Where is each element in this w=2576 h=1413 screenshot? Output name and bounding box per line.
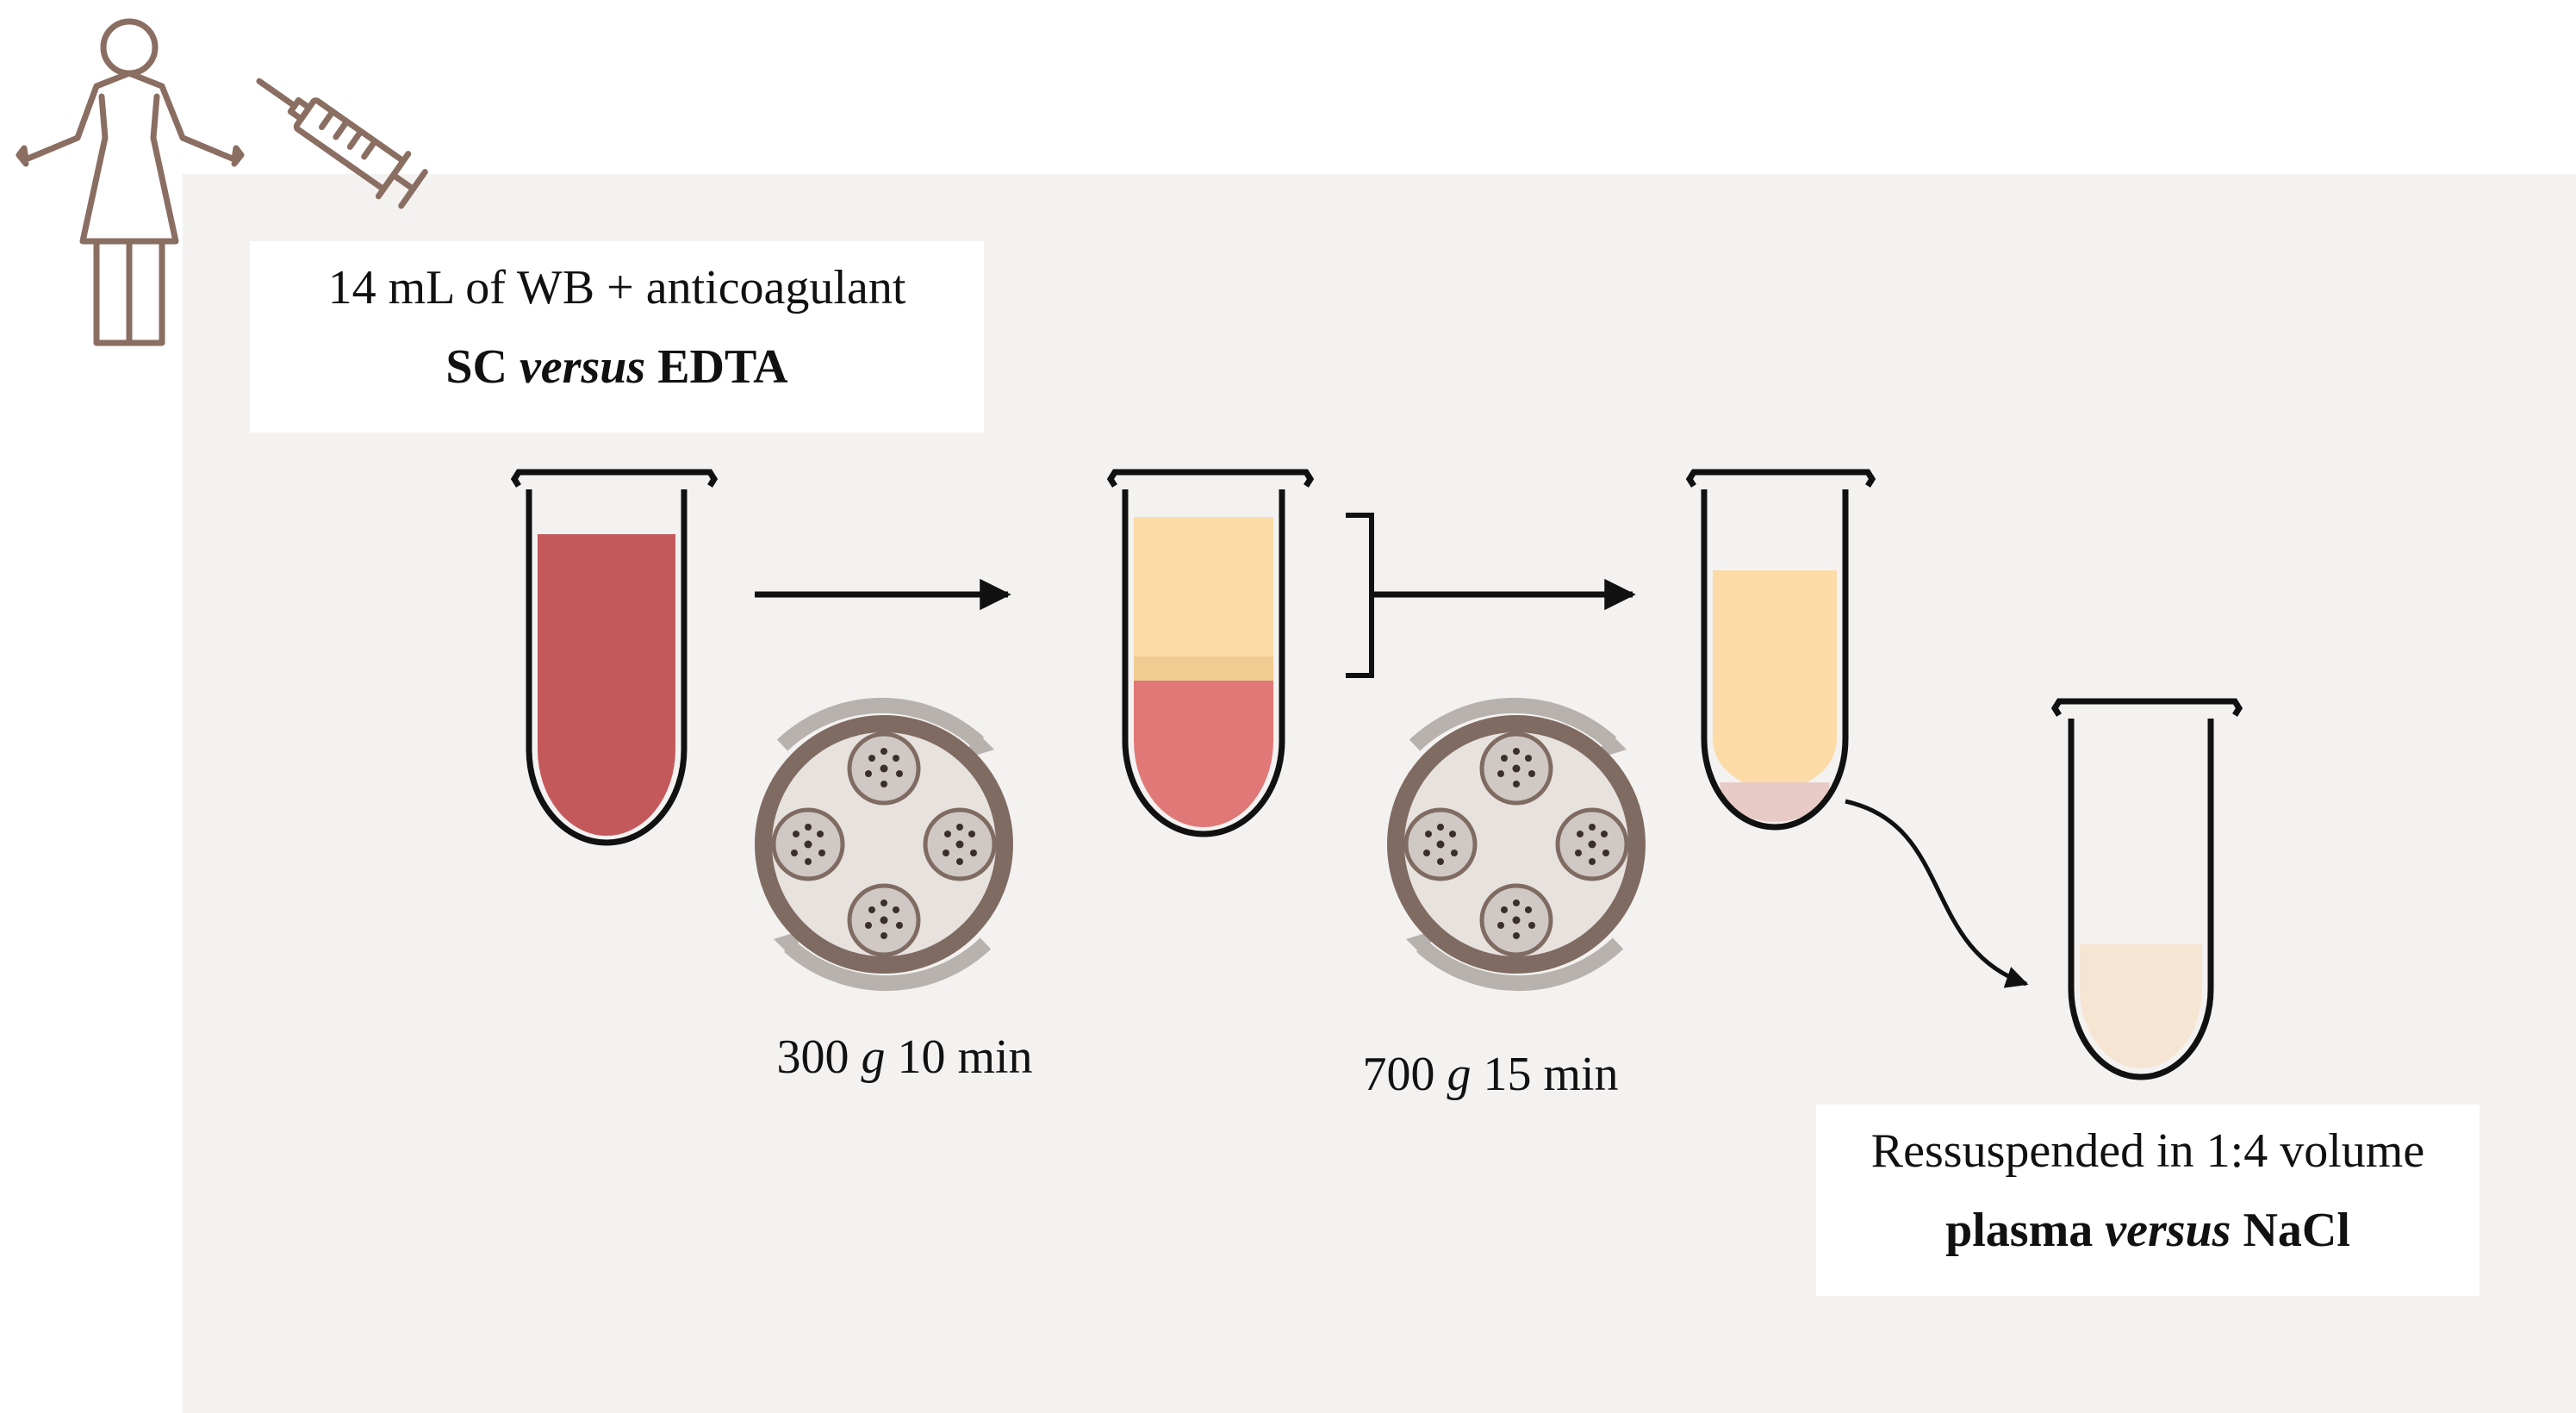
centrifuge-rotor-icon bbox=[1387, 697, 1646, 992]
medium-b: NaCl bbox=[2243, 1204, 2350, 1257]
sample-volume-text: 14 mL of WB + anticoagulant bbox=[327, 261, 906, 314]
supernatant-layer bbox=[1713, 570, 1837, 789]
tube-after-second-spin bbox=[1685, 469, 1876, 831]
resuspended-fill bbox=[2080, 944, 2202, 1068]
whole-blood-fill bbox=[538, 534, 675, 836]
anticoagulant-a: SC bbox=[445, 340, 507, 394]
resuspension-box: Ressuspended in 1:4 volume plasma versus… bbox=[1816, 1105, 2480, 1296]
versus-word: versus bbox=[2105, 1204, 2231, 1257]
person-icon bbox=[16, 18, 245, 346]
spin-1-force: 300 bbox=[776, 1030, 849, 1084]
spin-2-label: 700 g 15 min bbox=[1318, 1044, 1663, 1105]
plasma-transfer-bracket bbox=[1346, 513, 1374, 678]
spin-1-time: 10 min bbox=[897, 1030, 1033, 1084]
syringe-icon bbox=[256, 78, 428, 209]
anticoagulant-b: EDTA bbox=[657, 340, 788, 394]
sample-input-box: 14 mL of WB + anticoagulant SC versus ED… bbox=[250, 241, 984, 433]
spin-1-unit: g bbox=[861, 1030, 886, 1084]
spin-1-label: 300 g 10 min bbox=[732, 1027, 1077, 1087]
red-cell-layer bbox=[1134, 681, 1273, 827]
plasma-layer bbox=[1134, 517, 1273, 657]
spin-2-time: 15 min bbox=[1483, 1048, 1619, 1101]
platelet-pellet bbox=[1720, 782, 1830, 822]
spin-2-unit: g bbox=[1447, 1048, 1472, 1101]
arrow-to-final-tube bbox=[1845, 799, 2029, 988]
medium-comparison: plasma versus NaCl bbox=[1816, 1191, 2480, 1270]
tube-separated-layers bbox=[1106, 469, 1315, 837]
anticoagulant-comparison: SC versus EDTA bbox=[250, 327, 984, 407]
tube-whole-blood bbox=[510, 469, 719, 846]
tube-resuspended bbox=[2050, 698, 2243, 1080]
medium-a: plasma bbox=[1945, 1204, 2094, 1257]
buffy-coat-layer bbox=[1134, 657, 1273, 681]
centrifuge-rotor-icon bbox=[755, 697, 1013, 992]
resuspension-text: Ressuspended in 1:4 volume bbox=[1870, 1124, 2425, 1178]
versus-word: versus bbox=[519, 340, 646, 394]
spin-2-force: 700 bbox=[1362, 1048, 1435, 1101]
